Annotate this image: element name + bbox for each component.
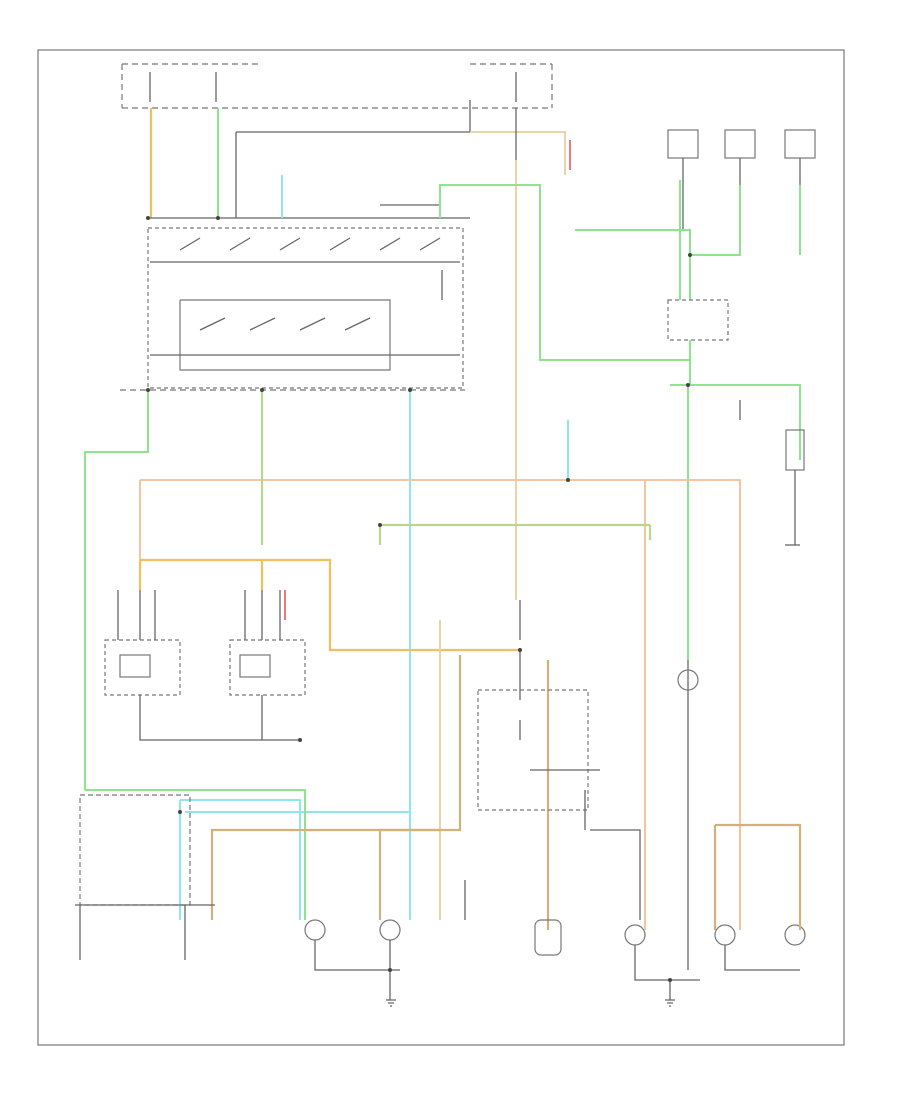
junction-dots [146, 216, 692, 982]
hot-at-all-times-fuse-panel [121, 63, 553, 109]
right-relay-block [667, 299, 805, 546]
right-lamp-upper [677, 669, 699, 691]
headlamp-switch [147, 227, 464, 389]
diagram-frame [37, 49, 845, 1046]
headlamp-wire-yellow [140, 558, 520, 652]
feed-wire-tan [470, 131, 566, 175]
left-wire-green [84, 390, 149, 790]
bottom-left-switch-group [75, 904, 215, 960]
center-dashed-module [477, 689, 589, 811]
headlamp-left-module [104, 639, 181, 696]
right-top-lamps [667, 129, 816, 230]
ground-symbols [386, 999, 675, 1007]
center-wire-green [439, 184, 690, 361]
lower-right-wire-brown [715, 823, 802, 930]
bottom-lamps [304, 919, 806, 956]
left-lower-module [79, 794, 191, 906]
cross-wire-orange [140, 479, 741, 930]
headlamp-right-module [229, 639, 306, 696]
